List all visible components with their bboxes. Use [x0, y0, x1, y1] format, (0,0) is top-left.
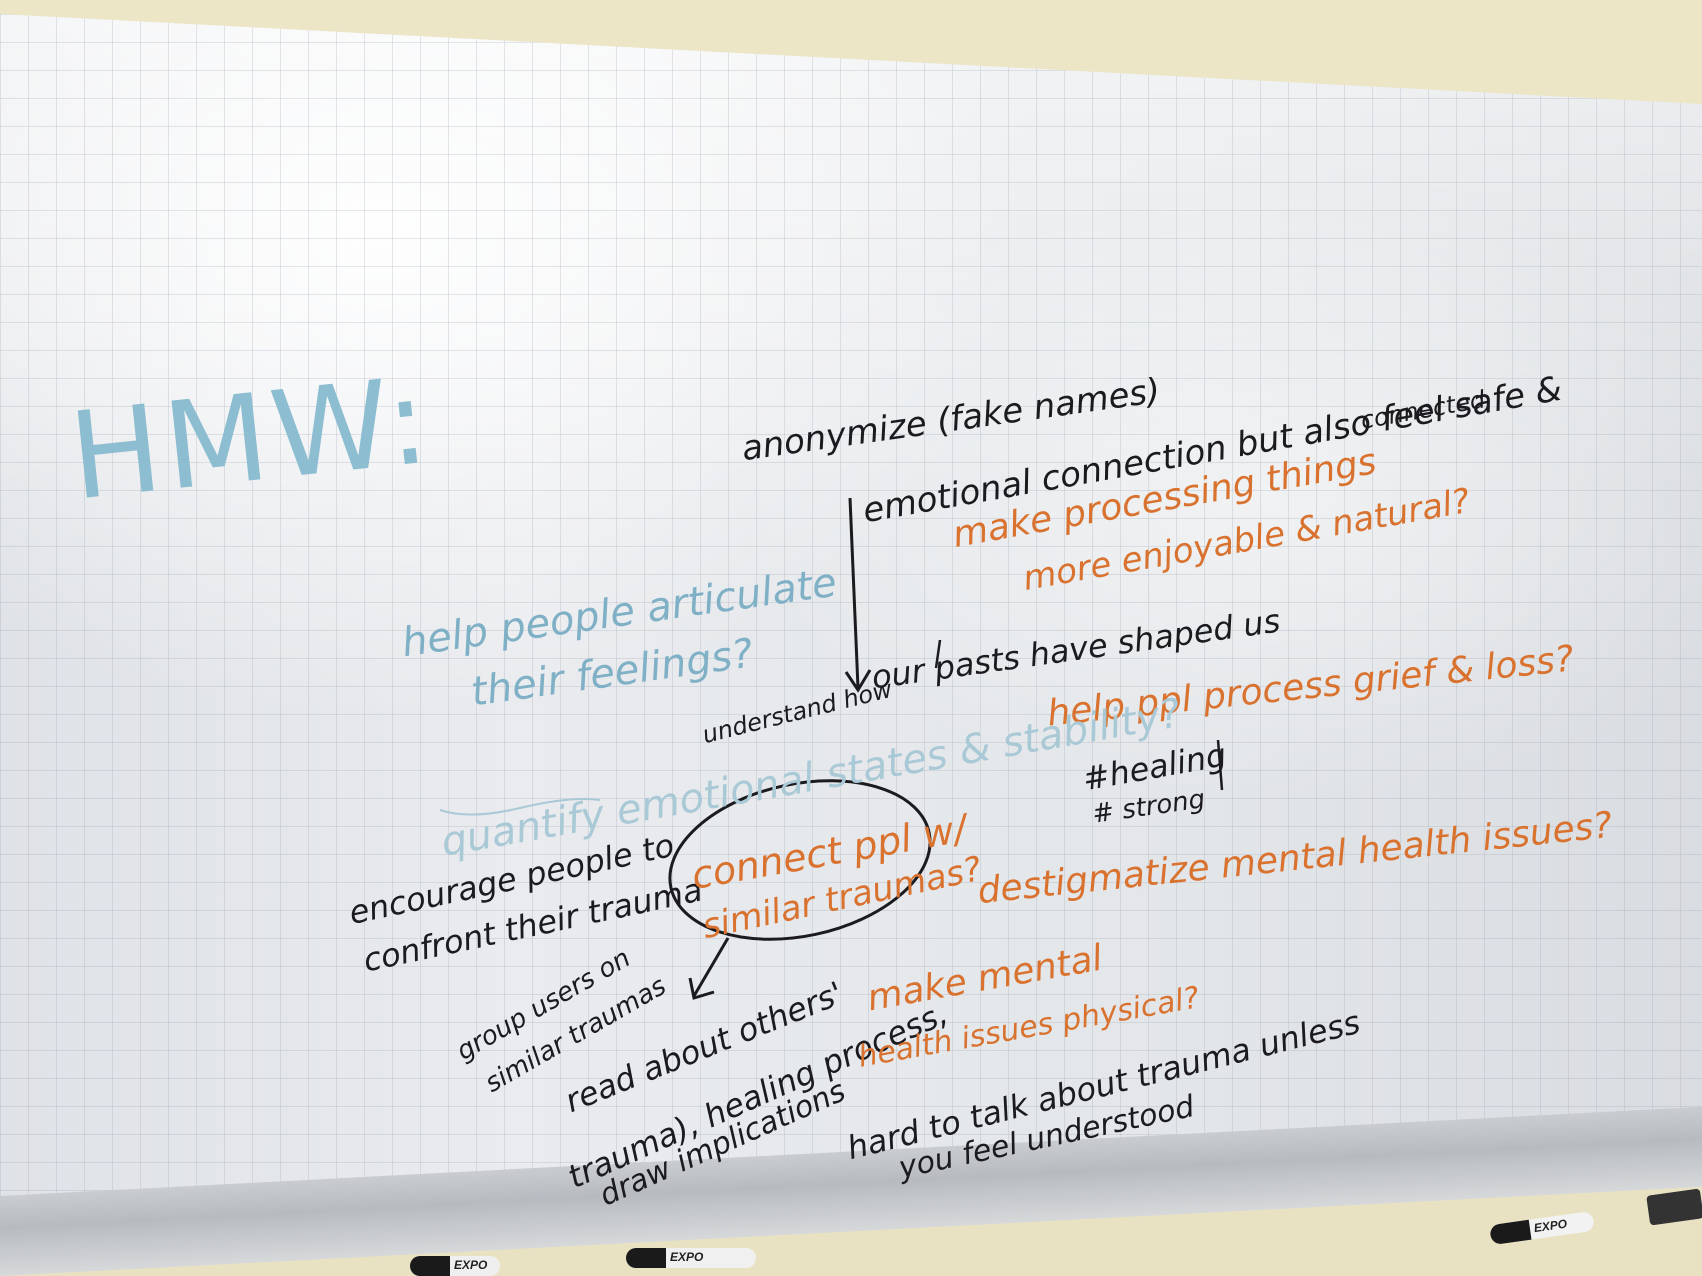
- marker-cap: [626, 1248, 666, 1268]
- marker-label: EXPO: [454, 1258, 488, 1272]
- marker-cap: [410, 1256, 450, 1276]
- marker-label: EXPO: [1532, 1216, 1568, 1236]
- whiteboard: [0, 14, 1702, 1204]
- connect-oval: [668, 779, 932, 941]
- marker-pen[interactable]: EXPO: [626, 1248, 756, 1268]
- whiteboard-grid: [0, 14, 1702, 1204]
- marker-pen[interactable]: EXPO: [410, 1256, 500, 1276]
- marker-label: EXPO: [670, 1250, 704, 1264]
